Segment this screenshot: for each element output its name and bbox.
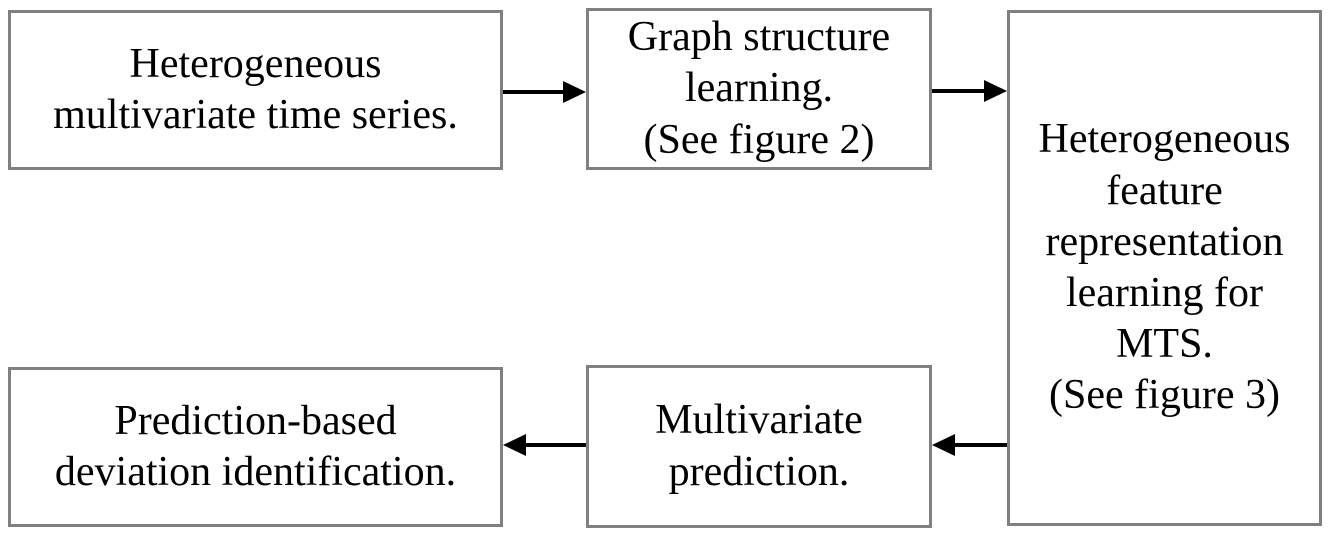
- arrow-left-icon-prediction-to-deviation-identification: [503, 434, 586, 456]
- box-graph-structure-learning: Graph structure learning. (See figure 2): [586, 8, 932, 170]
- box-heterogeneous-mts-input-label: Heterogeneous multivariate time series.: [53, 40, 458, 138]
- box-heterogeneous-mts-input: Heterogeneous multivariate time series.: [8, 10, 503, 170]
- box-graph-structure-learning-label: Graph structure learning. (See figure 2): [627, 14, 891, 163]
- arrow-right-icon-graph-structure-to-feature-representation: [932, 80, 1007, 102]
- box-multivariate-prediction-label: Multivariate prediction.: [655, 397, 863, 495]
- box-heterogeneous-feature-representation-learning: Heterogeneous feature representation lea…: [1007, 10, 1322, 526]
- box-heterogeneous-feature-representation-learning-label: Heterogeneous feature representation lea…: [1038, 116, 1291, 419]
- box-multivariate-prediction: Multivariate prediction.: [586, 365, 932, 528]
- arrow-left-icon-feature-representation-to-prediction: [932, 434, 1007, 456]
- box-prediction-based-deviation-identification-label: Prediction-based deviation identificatio…: [54, 397, 457, 495]
- box-prediction-based-deviation-identification: Prediction-based deviation identificatio…: [8, 367, 503, 527]
- arrow-right-icon-mts-to-graph-structure: [503, 81, 586, 103]
